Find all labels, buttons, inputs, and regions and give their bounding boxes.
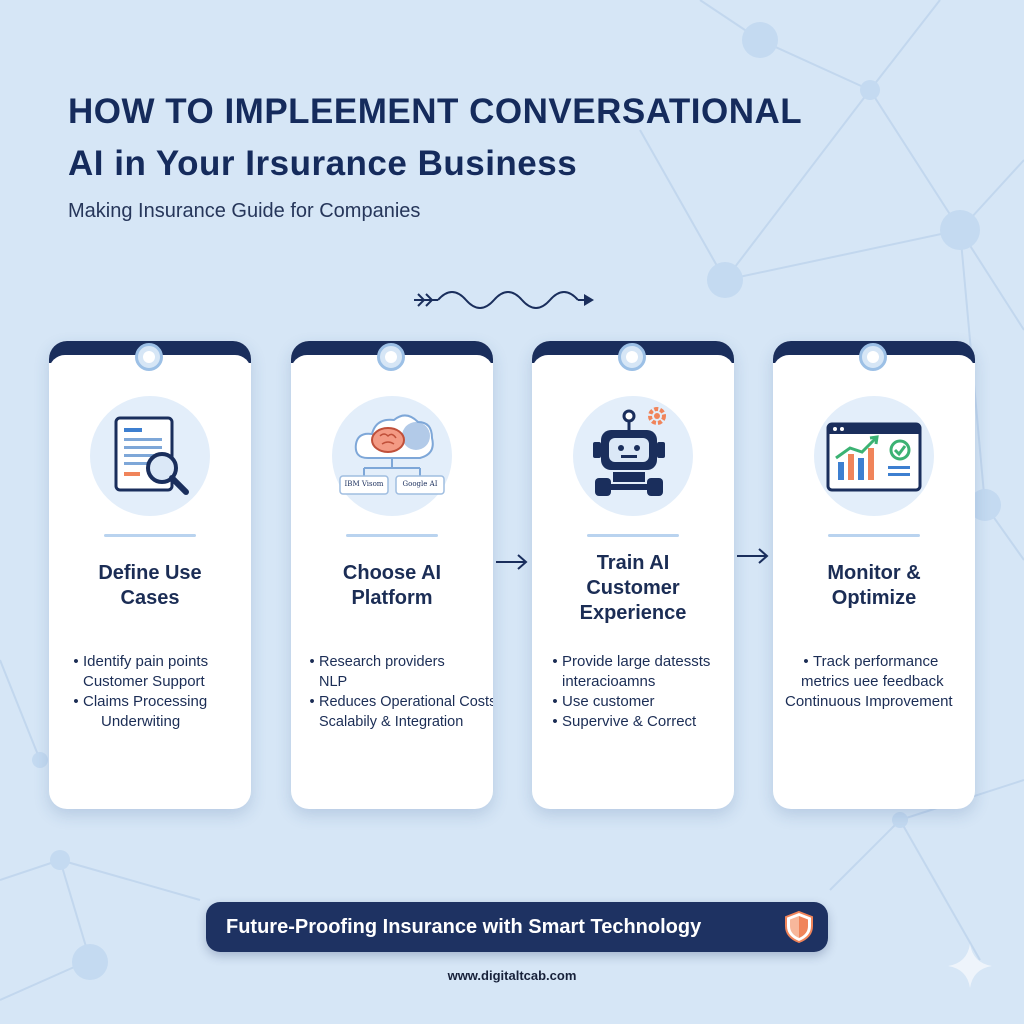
document-search-icon [90,396,210,516]
card-hole [859,343,887,371]
wave-arrow-icon [414,291,594,309]
step-card-choose-ai-platform: IBM Visom Google AI Choose AI Platform •… [291,341,493,809]
page-subtitle: Making Insurance Guide for Companies [68,200,421,222]
platform-label-ibm: IBM Visom [344,480,384,488]
list-item: •Supervive & Correct [552,713,697,730]
card-hole [135,343,163,371]
card-divider [828,534,920,537]
shield-icon [785,910,813,944]
list-item: •Claims Processing [73,693,208,710]
title-line-2: AI in Your Irsurance Business [68,144,578,183]
list-item: Continuous Improvement [785,693,953,710]
dashboard-chart-icon [814,396,934,516]
card-divider [104,534,196,537]
list-item: Underwiting [101,713,181,730]
card-hole [377,343,405,371]
title-line-1: HOW TO IMPLEEMENT CONVERSATIONAL [68,92,803,131]
card-divider [346,534,438,537]
card-bullet-list: •Provide large datessts interacioamns •U… [548,652,732,732]
list-item: metrics uee feedback [801,673,944,690]
arrow-right-icon [737,548,769,564]
sparkle-icon [948,944,992,988]
card-bullet-list: •Track performance metrics uee feedback … [783,652,973,712]
list-item: •Reduces Operational Costs [309,694,493,710]
list-item: interacioamns [562,673,656,690]
card-title: Choose AI Platform [342,562,442,609]
list-item: Customer Support [83,673,205,690]
card-title: Monitor & Optimize [827,562,921,609]
step-card-define-use-cases: Define Use Cases •Identify pain points C… [49,341,251,809]
card-divider [587,534,679,537]
platform-label-google: Google AI [402,480,438,488]
list-item: •Track performance [803,653,939,670]
banner-text: Future-Proofing Insurance with Smart Tec… [226,916,702,938]
card-hole [618,343,646,371]
list-item: Scalabily & Integration [319,714,464,730]
robot-gear-icon [573,396,693,516]
arrow-right-icon [496,554,528,570]
card-bullet-list: •Identify pain points Customer Support •… [69,652,251,732]
tagline-banner: Future-Proofing Insurance with Smart Tec… [206,902,828,952]
list-item: NLP [319,674,348,690]
page-title: HOW TO IMPLEEMENT CONVERSATIONAL AI in Y… [68,86,968,190]
list-item: •Provide large datessts [552,653,711,670]
card-title: Train AI Customer Experience [579,552,687,624]
website-url: www.digitaltcab.com [447,968,577,983]
card-title: Define Use Cases [98,562,202,609]
cloud-brain-icon: IBM Visom Google AI [332,396,452,516]
list-item: •Research providers [309,654,445,670]
list-item: •Use customer [552,693,655,710]
step-card-monitor-optimize: Monitor & Optimize •Track performance me… [773,341,975,809]
list-item: •Identify pain points [73,653,209,670]
step-card-train-ai: Train AI Customer Experience •Provide la… [532,341,734,809]
card-bullet-list: •Research providers NLP •Reduces Operati… [305,652,493,732]
